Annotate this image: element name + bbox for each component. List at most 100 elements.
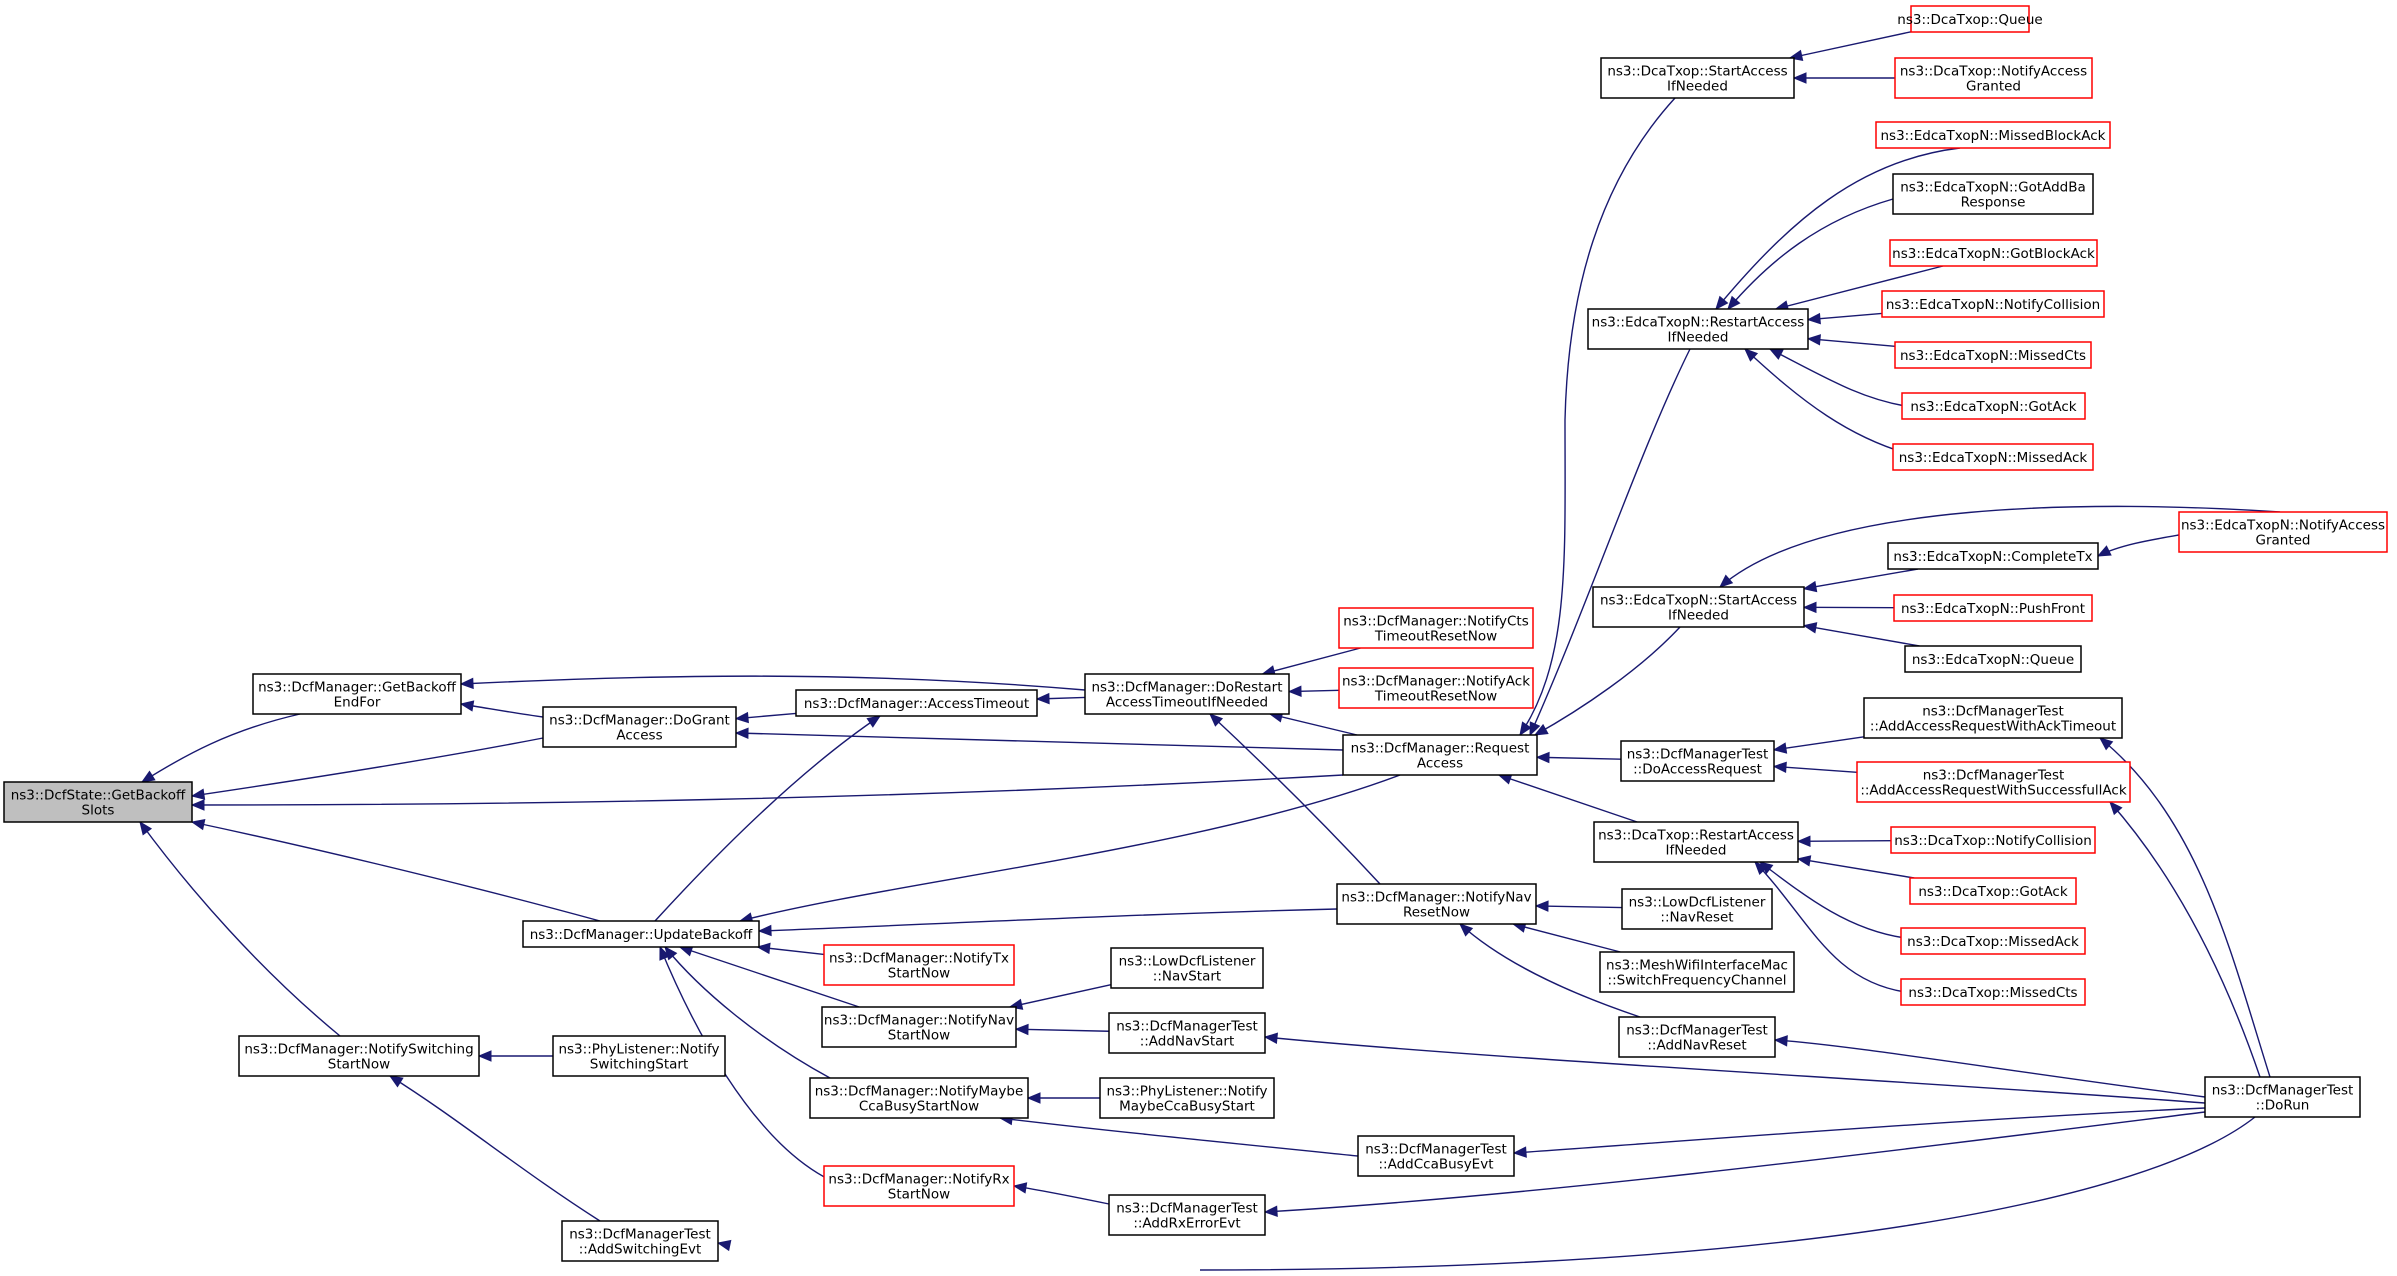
- edge-arrowhead-physwitching>notifyswitching: [477, 1050, 492, 1062]
- node-edcaqueue[interactable]: ns3::EdcaTxopN::Queue: [1904, 645, 2082, 673]
- node-box: [821, 1006, 1017, 1048]
- node-label: ns3::EdcaTxopN::MissedBlockAck: [1880, 128, 2105, 144]
- node-addaccessreqack[interactable]: ns3::DcfManagerTest::AddAccessRequestWit…: [1863, 697, 2123, 739]
- node-addnavstart[interactable]: ns3::DcfManagerTest::AddNavStart: [1108, 1012, 1266, 1054]
- node-phymaybecca[interactable]: ns3::PhyListener::NotifyMaybeCcaBusyStar…: [1099, 1077, 1275, 1119]
- node-edcamissedcts[interactable]: ns3::EdcaTxopN::MissedCts: [1894, 341, 2092, 369]
- edge-dcamissedack-to-dcarestart: [1759, 861, 1906, 939]
- edge-addaccessreqack-to-dotestdoaccessrequest: [1773, 736, 1865, 751]
- node-box: [1600, 57, 1795, 99]
- node-updatebackoff[interactable]: ns3::DcfManager::UpdateBackoff: [522, 920, 760, 948]
- node-addrxerror[interactable]: ns3::DcfManagerTest::AddRxErrorEvt: [1108, 1194, 1266, 1236]
- node-label: ns3::DcaTxop::NotifyAccess: [1900, 64, 2087, 80]
- node-label: ns3::DcfManager::NotifySwitching: [244, 1042, 473, 1058]
- node-box: [522, 920, 760, 948]
- node-lowdcfnavstart[interactable]: ns3::LowDcfListener::NavStart: [1110, 947, 1264, 989]
- node-edcagotack[interactable]: ns3::EdcaTxopN::GotAck: [1901, 392, 2086, 420]
- node-box: [1357, 1135, 1515, 1177]
- edge-arrowhead-requestaccess>root: [190, 799, 205, 811]
- node-edcapushfront[interactable]: ns3::EdcaTxopN::PushFront: [1893, 594, 2093, 622]
- node-label: ResetNow: [1403, 905, 1470, 921]
- node-notifymaybecca[interactable]: ns3::DcfManager::NotifyMaybeCcaBusyStart…: [809, 1077, 1029, 1119]
- node-label: ns3::DcfManager::GetBackoff: [258, 680, 456, 696]
- node-dcamissedack[interactable]: ns3::DcaTxop::MissedAck: [1900, 927, 2086, 955]
- node-label: ns3::EdcaTxopN::CompleteTx: [1893, 549, 2092, 565]
- node-label: ns3::DcfManagerTest: [1116, 1201, 1258, 1217]
- node-label: SwitchingStart: [590, 1057, 689, 1073]
- node-box: [1900, 927, 2086, 955]
- node-label: StartNow: [888, 1187, 950, 1203]
- edge-arrowhead-lowdcfnavreset>notifynavreset: [1534, 900, 1549, 912]
- edge-dorestart-to-getbackoffendfor: [460, 675, 1086, 691]
- node-meshswitch[interactable]: ns3::MeshWifiInterfaceMac::SwitchFrequen…: [1599, 951, 1795, 993]
- node-addccabusy[interactable]: ns3::DcfManagerTest::AddCcaBusyEvt: [1357, 1135, 1515, 1177]
- node-dcamissedcts[interactable]: ns3::DcaTxop::MissedCts: [1900, 978, 2086, 1006]
- node-dorestart[interactable]: ns3::DcfManager::DoRestartAccessTimeoutI…: [1084, 673, 1290, 715]
- node-dcanotifycollision[interactable]: ns3::DcaTxop::NotifyCollision: [1890, 826, 2096, 854]
- edge-arrowhead-edcapushfront>edcastartaccess: [1802, 601, 1817, 614]
- node-label: ns3::DcfManagerTest: [1365, 1142, 1507, 1158]
- node-lowdcfnavreset[interactable]: ns3::LowDcfListener::NavReset: [1621, 888, 1773, 930]
- node-accesstimeout[interactable]: ns3::DcfManager::AccessTimeout: [795, 689, 1038, 717]
- edge-notifyswitching-to-root: [139, 821, 341, 1037]
- edge-notifynavreset-to-dorestart: [1209, 713, 1381, 885]
- node-edcacompletetx[interactable]: ns3::EdcaTxopN::CompleteTx: [1887, 542, 2099, 570]
- edge-dcagotack-to-dcarestart: [1797, 858, 1915, 879]
- node-box: [1618, 1016, 1776, 1058]
- node-notifycts[interactable]: ns3::DcfManager::NotifyCtsTimeoutResetNo…: [1338, 607, 1534, 649]
- edge-arrowhead-notifynavreset>updatebackoff: [757, 924, 772, 937]
- node-notifyack[interactable]: ns3::DcfManager::NotifyAckTimeoutResetNo…: [1338, 667, 1534, 709]
- node-addnavreset[interactable]: ns3::DcfManagerTest::AddNavReset: [1618, 1016, 1776, 1058]
- node-addswitching[interactable]: ns3::DcfManagerTest::AddSwitchingEvt: [561, 1220, 719, 1262]
- node-dcaqueue[interactable]: ns3::DcaTxop::Queue: [1897, 5, 2043, 33]
- node-edcagotblockack[interactable]: ns3::EdcaTxopN::GotBlockAck: [1889, 239, 2098, 267]
- edge-updatebackoff-to-root: [191, 821, 601, 922]
- node-box: [1909, 877, 2077, 905]
- node-dcagotack[interactable]: ns3::DcaTxop::GotAck: [1909, 877, 2077, 905]
- node-edcamissedblockack[interactable]: ns3::EdcaTxopN::MissedBlockAck: [1875, 121, 2111, 149]
- edge-dcanotifycollision-to-dcarestart: [1797, 839, 1892, 843]
- edge-edcagotaddba-to-edcarestart: [1727, 198, 1894, 310]
- node-label: ns3::DcfManagerTest: [1627, 747, 1769, 763]
- edge-dorun-to-addccabusy: [1513, 1107, 2206, 1154]
- edge-arrowhead-notifyrx>updatebackoff: [659, 945, 671, 961]
- node-box: [1084, 673, 1290, 715]
- edge-dorun-to-addnavreset: [1774, 1039, 2206, 1098]
- node-label: ns3::DcaTxop::MissedCts: [1908, 985, 2077, 1001]
- node-layer: ns3::DcfState::GetBackoffSlotsns3::DcfMa…: [3, 5, 2388, 1262]
- node-label: IfNeeded: [1668, 608, 1729, 624]
- node-edcanotifycollision[interactable]: ns3::EdcaTxopN::NotifyCollision: [1881, 290, 2105, 318]
- node-edcamissedack[interactable]: ns3::EdcaTxopN::MissedAck: [1892, 443, 2094, 471]
- node-label: Access: [616, 728, 662, 744]
- node-dotestdoaccessrequest[interactable]: ns3::DcfManagerTest::DoAccessRequest: [1620, 740, 1775, 782]
- node-label: ns3::DcfManagerTest: [1626, 1023, 1768, 1039]
- node-dorun[interactable]: ns3::DcfManagerTest::DoRun: [2204, 1076, 2361, 1118]
- node-box: [1336, 883, 1537, 925]
- node-addaccessreqsucc[interactable]: ns3::DcfManagerTest::AddAccessRequestWit…: [1856, 761, 2131, 803]
- node-label: ns3::DcfManager::NotifyTx: [829, 951, 1009, 967]
- node-label: ns3::EdcaTxopN::PushFront: [1901, 601, 2085, 617]
- node-label: ns3::LowDcfListener: [1629, 895, 1766, 911]
- node-label: ns3::DcaTxop::GotAck: [1918, 884, 2068, 900]
- node-label: ns3::EdcaTxopN::Queue: [1912, 652, 2074, 668]
- node-box: [1887, 542, 2099, 570]
- node-label: Access: [1417, 756, 1463, 772]
